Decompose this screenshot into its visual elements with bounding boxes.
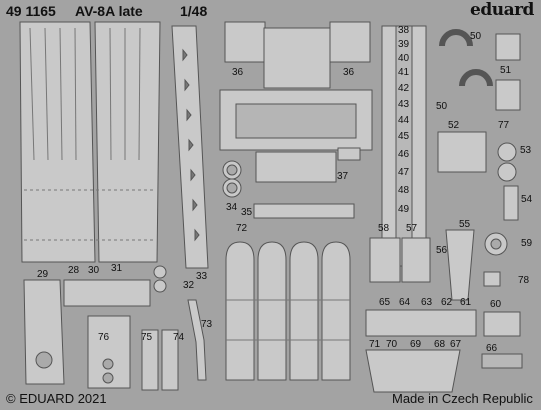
part-number: 78 [518, 275, 530, 286]
part-number: 77 [498, 120, 510, 131]
part-number: 53 [520, 145, 532, 156]
part-59 [484, 232, 508, 256]
part-number: 44 [398, 115, 410, 126]
part-number: 56 [436, 245, 448, 256]
part-number: 66 [486, 343, 498, 354]
part-number: 47 [398, 167, 410, 178]
part-number: 67 [450, 339, 462, 350]
part-78 [483, 271, 501, 287]
part-number: 68 [434, 339, 446, 350]
part-number: 72 [236, 223, 248, 234]
part-number: 37 [337, 171, 349, 182]
parts-67-71 [365, 349, 461, 393]
part-57 [401, 237, 431, 283]
part-number: 50 [470, 31, 482, 42]
part-number: 61 [460, 297, 472, 308]
part-number: 64 [399, 297, 411, 308]
part-number: 46 [398, 149, 410, 160]
part-number: 59 [521, 238, 533, 249]
part-number: 33 [196, 271, 208, 282]
part-number: 29 [37, 269, 49, 280]
origin-text: Made in Czech Republic [392, 391, 533, 406]
part-number: 52 [448, 120, 460, 131]
part-58 [369, 237, 401, 283]
part-75 [141, 329, 159, 391]
part-number: 39 [398, 39, 410, 50]
part-number: 50 [436, 101, 448, 112]
part-number: 30 [88, 265, 100, 276]
part-number: 54 [521, 194, 533, 205]
part-36-right [329, 21, 371, 63]
eduard-logo: eduard [470, 0, 534, 20]
part-number: 41 [398, 67, 410, 78]
part-54 [503, 185, 519, 221]
part-number: 55 [459, 219, 471, 230]
part-number: 45 [398, 131, 410, 142]
product-scale: 1/48 [180, 3, 208, 19]
part-number: 76 [98, 332, 110, 343]
part-number: 31 [111, 263, 123, 274]
part-29-28 [23, 279, 65, 385]
part-number: 69 [410, 339, 422, 350]
part-number: 28 [68, 265, 80, 276]
part-51 [495, 79, 521, 111]
part-number: 73 [201, 319, 213, 330]
part-number: 62 [441, 297, 453, 308]
part-number: 58 [378, 223, 390, 234]
part-number: 36 [232, 67, 244, 78]
part-number: 35 [241, 207, 253, 218]
part-55-56 [445, 229, 475, 301]
part-number: 32 [183, 280, 195, 291]
part-number: 34 [226, 202, 238, 213]
part-number: 38 [398, 25, 410, 36]
part-53 [497, 142, 517, 182]
strip-long [171, 25, 209, 269]
product-code: 49 1165 [6, 3, 56, 19]
part-number: 71 [369, 339, 381, 350]
part-36-left [224, 21, 266, 63]
part-66 [481, 353, 523, 369]
part-34 [222, 160, 242, 198]
part-number: 74 [173, 332, 185, 343]
part-number: 36 [343, 67, 355, 78]
part-72 [225, 241, 351, 381]
part-50 [439, 29, 493, 87]
parts-61-65 [365, 309, 477, 337]
part-number: 42 [398, 83, 410, 94]
part-35 [253, 203, 355, 219]
part-number: 57 [406, 223, 418, 234]
part-number: 48 [398, 185, 410, 196]
part-number: 75 [141, 332, 153, 343]
part-30-31 [63, 279, 151, 307]
part-37 [337, 147, 361, 161]
part-number: 49 [398, 204, 410, 215]
part-74 [161, 329, 179, 391]
part-number: 70 [386, 339, 398, 350]
part-number: 43 [398, 99, 410, 110]
part-51-top [495, 33, 521, 61]
part-number: 60 [490, 299, 502, 310]
part-number: 63 [421, 297, 433, 308]
center-frame [219, 27, 373, 183]
part-52 [437, 131, 487, 173]
part-60 [483, 311, 521, 337]
column-38-49 [381, 25, 427, 267]
part-number: 40 [398, 53, 410, 64]
part-32 [153, 265, 167, 293]
part-number: 51 [500, 65, 512, 76]
part-73 [187, 299, 207, 381]
copyright-text: © EDUARD 2021 [6, 391, 107, 406]
panel-large-left [19, 21, 161, 263]
product-model: AV-8A late [75, 3, 143, 19]
part-number: 65 [379, 297, 391, 308]
